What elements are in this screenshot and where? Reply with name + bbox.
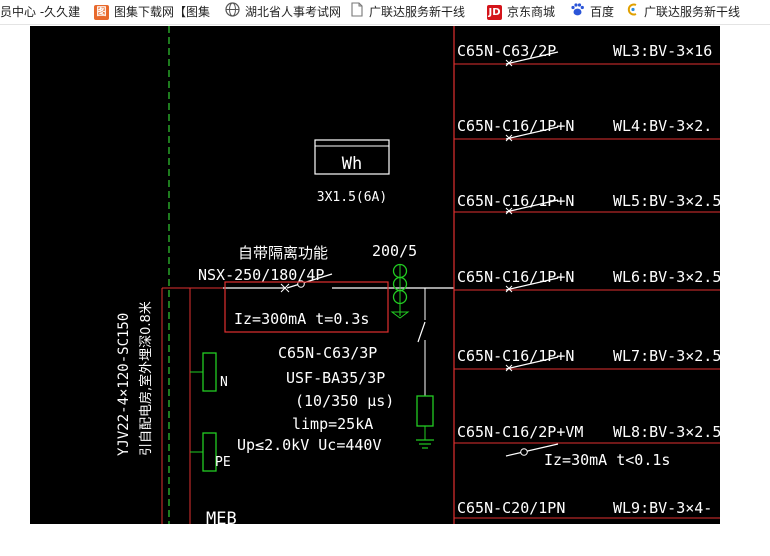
bookmark-item[interactable]: 员中心 -久久建 — [0, 0, 80, 24]
feeder-row: C65N-C16/1P+N WL4:BV-3×2. — [454, 117, 720, 142]
incoming-route-label: 引自配电房,室外埋深0.8米 — [138, 301, 154, 456]
glodon-logo-icon — [627, 1, 639, 25]
tujin-logo-icon: 图 — [94, 5, 109, 20]
main-breaker-blade — [286, 273, 333, 289]
spd-breaker-blade — [417, 321, 426, 343]
feeder-cable-label: WL9:BV-3×4- — [613, 499, 712, 517]
energy-meter-label: Wh — [342, 154, 362, 174]
feeder-cable-label: WL4:BV-3×2. — [613, 117, 712, 135]
bookmark-label: 百度 — [590, 5, 615, 19]
energy-meter-box — [314, 139, 390, 175]
baidu-paw-icon — [570, 1, 585, 25]
feeder-breaker-label: C65N-C20/1PN — [457, 499, 565, 517]
bottom-blank-pane — [0, 524, 770, 556]
bookmark-label: 员中心 -久久建 — [0, 5, 81, 19]
bookmark-label: 京东商城 — [507, 5, 556, 19]
feeder-row: C65N-C16/1P+N WL7:BV-3×2.5 — [454, 347, 720, 372]
ct-coil-3 — [392, 289, 408, 305]
incoming-cable-label: YJV22-4×120-SC150 — [116, 313, 132, 456]
feeder-row: C65N-C20/1PN WL9:BV-3×4- — [454, 499, 720, 519]
spd-breaker-label: C65N-C63/3P — [278, 344, 377, 362]
rcd-setting-label: Iz=300mA t=0.3s — [234, 310, 369, 328]
cad-canvas[interactable]: YJV22-4×120-SC150 引自配电房,室外埋深0.8米 Wh 3X1.… — [30, 26, 720, 524]
feeder-breaker-label: C65N-C16/1P+N — [457, 192, 574, 210]
feeder-cable-label: WL3:BV-3×16 — [613, 42, 712, 60]
meb-label: MEB — [206, 509, 237, 524]
isolation-note: 自带隔离功能 — [238, 244, 328, 262]
feeder-rcd-note: Iz=30mA t<0.1s — [544, 451, 670, 469]
wiring-diagram: YJV22-4×120-SC150 引自配电房,室外埋深0.8米 Wh 3X1.… — [116, 26, 720, 524]
n-terminal-block — [202, 352, 217, 392]
feeder-breaker-label: C65N-C16/2P+VM — [457, 423, 583, 441]
main-breaker-contact-mark — [280, 283, 290, 293]
bookmark-label: 广联达服务新干线 — [369, 5, 466, 19]
document-icon — [350, 1, 364, 25]
bookmark-item[interactable]: 广联达服务新干线 — [350, 0, 465, 24]
jd-logo-icon: JD — [487, 5, 502, 20]
right-blank-pane — [720, 26, 770, 556]
bookmark-label: 图集下载网【图集 — [114, 5, 211, 19]
main-breaker-label: NSX-250/180/4P — [198, 266, 324, 284]
spd-ratings-label: Up≤2.0kV Uc=440V — [237, 436, 382, 454]
feeder-row: C65N-C63/2P WL3:BV-3×16 — [454, 42, 720, 67]
spd-model-label: USF-BA35/3P — [286, 369, 385, 387]
bookmark-item[interactable]: 广联达服务新干线 — [627, 0, 740, 24]
feeder-breaker-label: C65N-C16/1P+N — [457, 347, 574, 365]
rcd-setting-box — [224, 281, 389, 333]
feeder-row: C65N-C16/1P+N WL5:BV-3×2.5 — [454, 192, 720, 215]
bookmark-label: 广联达服务新干线 — [644, 5, 741, 19]
spd-device — [416, 395, 434, 427]
spd-wave-label: (10/350 μs) — [295, 392, 394, 410]
energy-meter-spec: 3X1.5(6A) — [317, 190, 387, 205]
bookmark-item[interactable]: JD 京东商城 — [487, 0, 555, 24]
bookmark-item[interactable]: 图图集下载网【图集 — [94, 0, 210, 24]
feeder-cable-label: WL7:BV-3×2.5 — [613, 347, 720, 365]
feeder-breaker-label: C65N-C63/2P — [457, 42, 556, 60]
bookmarks-bar: 员中心 -久久建 图图集下载网【图集 湖北省人事考试网 广联达服务新干线 JD 京… — [0, 0, 770, 25]
feeder-cable-label: WL6:BV-3×2.5 — [613, 268, 720, 286]
pe-terminal-label: PE — [215, 455, 231, 470]
n-terminal-label: N — [220, 375, 228, 390]
feeder-breaker-label: C65N-C16/1P+N — [457, 117, 574, 135]
feeder-row: C65N-C16/2P+VM WL8:BV-3×2.5 Iz=30mA t<0.… — [454, 423, 720, 469]
feeder-breaker-label: C65N-C16/1P+N — [457, 268, 574, 286]
bookmark-item[interactable]: 百度 — [570, 0, 614, 24]
feeder-row: C65N-C16/1P+N WL6:BV-3×2.5 — [454, 268, 720, 293]
ct-marker — [390, 311, 410, 319]
feeder-cable-label: WL5:BV-3×2.5 — [613, 192, 720, 210]
spd-limp-label: limp=25kA — [292, 415, 373, 433]
bookmark-label: 湖北省人事考试网 — [245, 5, 342, 19]
feeder-cable-label: WL8:BV-3×2.5 — [613, 423, 720, 441]
globe-icon — [225, 1, 240, 25]
ct-ratio-label: 200/5 — [372, 242, 417, 260]
bookmark-item[interactable]: 湖北省人事考试网 — [225, 0, 341, 24]
